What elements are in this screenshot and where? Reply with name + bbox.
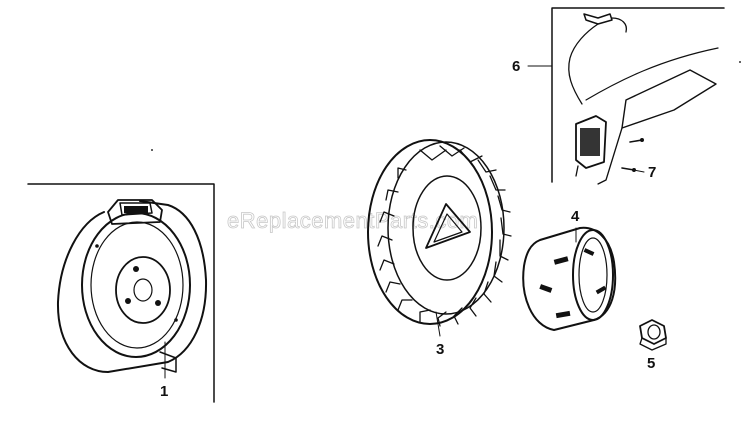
leader-7	[633, 169, 645, 173]
callout-7: 7	[648, 164, 656, 181]
ignition-coil-part[interactable]	[527, 7, 725, 185]
housing-section-line	[27, 183, 215, 403]
coil-bracket-line	[551, 7, 725, 183]
callout-6: 6	[512, 58, 520, 75]
watermark-text: eReplacementParts.com	[227, 208, 478, 233]
callout-4: 4	[571, 208, 580, 225]
callout-3: 3	[436, 341, 444, 358]
flywheel-part[interactable]	[367, 139, 512, 337]
starter-cup-part[interactable]	[522, 226, 617, 331]
nut-part[interactable]	[639, 319, 667, 351]
callout-5: 5	[647, 355, 655, 372]
leader-3	[435, 311, 441, 337]
flywheel-housing-part[interactable]	[27, 183, 215, 403]
screw-part[interactable]	[621, 138, 645, 173]
callout-1: 1	[160, 383, 168, 400]
